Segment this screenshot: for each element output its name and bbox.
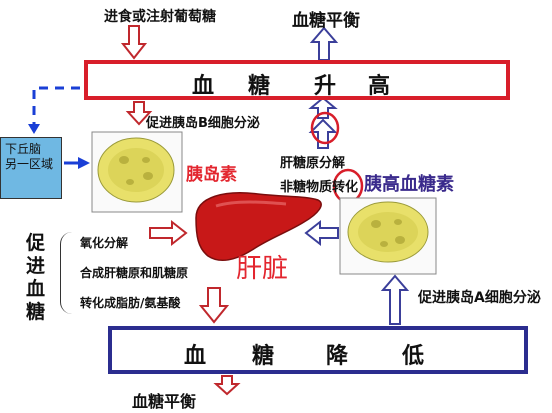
arrow-glucagon-to-liver (304, 219, 339, 247)
arrow-liver-down (198, 287, 230, 324)
arrow-fall-up (380, 274, 410, 325)
hypothalamus-box: 下丘脑 另一区域 (0, 137, 62, 199)
arrow-glucagon-up-2 (308, 96, 338, 119)
effect-oxidation: 氧化分解 (80, 236, 129, 250)
fall-char-3: 降 (326, 344, 349, 369)
ring-middle (310, 111, 340, 145)
blood-sugar-rise-box: 血 糖 升 高 (84, 60, 510, 100)
beta-cell-image (91, 131, 183, 213)
balance-bottom-text: 血糖平衡 (132, 392, 197, 411)
fall-char-1: 血 (184, 344, 207, 369)
beta-cell-secretion-text: 促进胰岛B细胞分泌 (146, 116, 260, 131)
hypothalamus-label: 下丘脑 另一区域 (5, 142, 54, 171)
arrow-to-beta (125, 101, 153, 126)
non-sugar-conversion-text: 非糖物质转化 (280, 180, 359, 195)
promote-blood-sugar-label: 促进血糖 (26, 232, 46, 323)
arrow-bottom-down (213, 375, 241, 396)
rise-char-2: 糖 (248, 74, 271, 99)
arrow-insulin-to-liver (149, 219, 188, 247)
glycogen-breakdown-text: 肝糖原分解 (280, 156, 346, 171)
glucagon-label: 胰高血糖素 (364, 174, 454, 195)
blood-sugar-fall-box: 血 糖 降 低 (108, 326, 528, 374)
fall-char-2: 糖 (252, 344, 275, 369)
effects-brace (60, 232, 73, 314)
effect-glycogen-synthesis: 合成肝糖原和肌糖原 (80, 266, 189, 280)
arrow-balance-up (309, 26, 339, 61)
food-intake-text: 进食或注射葡萄糖 (104, 9, 216, 25)
arrow-glucagon-up-1 (308, 118, 338, 149)
dashed-feedback-head (28, 124, 40, 134)
effect-fat-amino-conversion: 转化成脂肪/氨基酸 (80, 296, 181, 310)
insulin-label: 胰岛素 (186, 165, 237, 185)
fall-char-4: 低 (402, 344, 425, 369)
rise-char-3: 升 (314, 74, 337, 99)
rise-char-4: 高 (368, 74, 391, 99)
alpha-cell-image (339, 197, 437, 275)
rise-char-1: 血 (192, 74, 215, 99)
balance-top-text: 血糖平衡 (292, 11, 360, 31)
dashed-feedback-line (32, 86, 80, 128)
alpha-cell-secretion-text: 促进胰岛A细胞分泌 (418, 290, 541, 306)
liver-label: 肝脏 (236, 254, 289, 284)
arrow-hypo-to-cell-head (78, 157, 90, 169)
liver-image (195, 192, 322, 262)
arrow-food-down (120, 25, 148, 60)
